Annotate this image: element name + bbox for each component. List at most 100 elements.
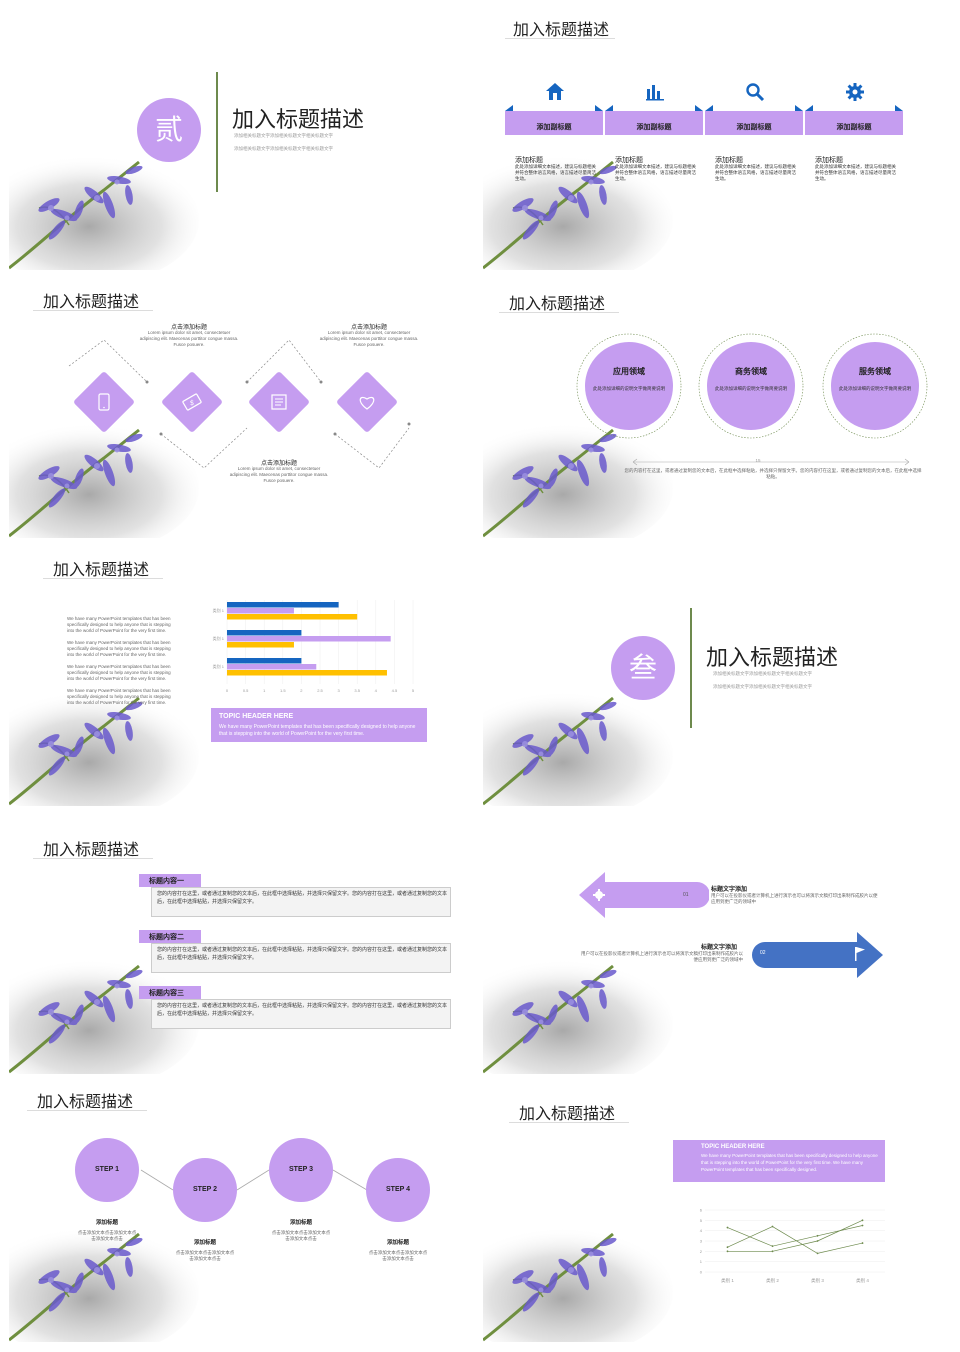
circle-body: 此处添加详细的说明文字做简要说明 bbox=[593, 386, 665, 391]
y-tick-label: 2 bbox=[700, 1249, 703, 1254]
divider bbox=[216, 72, 218, 192]
card-heading: 添加标题 bbox=[715, 157, 743, 164]
slide-5: 加入标题描述 We have many PowerPoint templates… bbox=[9, 546, 477, 806]
category-label: 类别 1 bbox=[213, 663, 225, 669]
bar bbox=[227, 670, 387, 676]
title-underline bbox=[43, 578, 163, 579]
y-tick-label: 0 bbox=[700, 1270, 703, 1275]
scale-number: 15 bbox=[755, 458, 761, 463]
slide-7: 加入标题描述 标题内容一 您的内容打在这里，或者通过复制您的文本后，在此框中选择… bbox=[9, 814, 477, 1074]
x-tick-label: 0.5 bbox=[243, 688, 249, 692]
item-header-bg bbox=[139, 874, 201, 887]
x-tick-label: 2 bbox=[300, 688, 303, 692]
diamond-tile: $ bbox=[162, 372, 222, 432]
bar bbox=[227, 608, 294, 614]
home-icon bbox=[546, 83, 564, 100]
paragraph-4: We have many PowerPoint templates that h… bbox=[67, 688, 171, 705]
section-title: 加入标题描述 bbox=[232, 107, 365, 132]
title-underline bbox=[505, 38, 615, 39]
card-body: 此处添加详细文本描述，建议与标题相关并符合整体语言风格，语言描述尽量简洁生动。 bbox=[815, 164, 896, 181]
title-underline bbox=[33, 858, 153, 859]
slide-title: 加入标题描述 bbox=[43, 294, 140, 311]
step-heading: 添加标题 bbox=[386, 1240, 409, 1246]
item-header: 标题内容一 bbox=[149, 878, 184, 885]
item-header-bg bbox=[139, 930, 201, 943]
bar bbox=[227, 636, 391, 642]
x-tick-label: 类别 3 bbox=[811, 1277, 824, 1284]
data-point bbox=[726, 1246, 729, 1249]
x-tick-label: 0 bbox=[226, 688, 229, 692]
subtitle-line-2: 添加相关标题文字添加相关标题文字相关标题文字 bbox=[713, 684, 812, 689]
slide-3: 加入标题描述 $ 点击添加标题 Lorem ipsum dolor sit am… bbox=[9, 278, 477, 538]
card-body: 此处添加详细文本描述，建议与标题相关并符合整体语言风格，语言描述尽量简洁生动。 bbox=[515, 164, 596, 181]
y-tick-label: 4 bbox=[700, 1228, 703, 1233]
money-icon: $ bbox=[182, 393, 202, 411]
slide-title: 加入标题描述 bbox=[513, 22, 610, 39]
slide-2: 加入标题描述 添加副标题 添加标题 此处添加详细文本描述，建议与标题相关并符合整… bbox=[483, 10, 951, 270]
label-3: 点击添加标题 bbox=[260, 461, 297, 467]
topic-body: We have many PowerPoint templates that h… bbox=[701, 1153, 878, 1172]
bar bbox=[227, 642, 294, 648]
arrow-2-body: 用户可以在投影仪或者计算机上进行演示也可以将演示文稿打印出来制作成胶片以便应用到… bbox=[581, 951, 743, 962]
footer-text: 您的内容打在这里，或者通过复制您的文本后，在此框中选择粘贴，并选择只保留文字。您… bbox=[624, 468, 922, 479]
card-label: 添加副标题 bbox=[836, 124, 872, 131]
topic-box: TOPIC HEADER HERE We have many PowerPoin… bbox=[673, 1140, 885, 1182]
flower-image bbox=[9, 150, 209, 270]
data-point bbox=[726, 1250, 729, 1253]
bar bbox=[227, 664, 317, 670]
right-arrow bbox=[752, 932, 883, 978]
circle-ring bbox=[822, 333, 928, 439]
slide-title: 加入标题描述 bbox=[43, 842, 140, 859]
item-box: 您的内容打在这里，或者通过复制您的文本后，在此框中选择粘贴，并选择只保留文字。您… bbox=[151, 999, 451, 1029]
series-line bbox=[727, 1220, 863, 1252]
bar bbox=[227, 630, 302, 636]
search-icon bbox=[746, 83, 765, 102]
lorem-2: Lorem ipsum dolor sit amet, consectetuer… bbox=[319, 330, 419, 347]
circle-title: 应用领域 bbox=[613, 367, 645, 376]
subtitle-line-2: 添加相关标题文字添加相关标题文字相关标题文字 bbox=[234, 146, 333, 151]
y-tick-label: 1 bbox=[700, 1259, 703, 1264]
x-tick-label: 4.5 bbox=[392, 688, 398, 692]
bar bbox=[227, 602, 339, 608]
data-point bbox=[771, 1225, 774, 1228]
card-body: 此处添加详细文本描述，建议与标题相关并符合整体语言风格，语言描述尽量简洁生动。 bbox=[715, 164, 796, 181]
item-body: 您的内容打在这里，或者通过复制您的文本后，在此框中选择粘贴，并选择只保留文字。您… bbox=[157, 947, 448, 961]
card-body: 此处添加详细文本描述，建议与标题相关并符合整体语言风格，语言描述尽量简洁生动。 bbox=[615, 164, 696, 181]
circle-ring bbox=[576, 333, 682, 439]
topic-header: TOPIC HEADER HERE bbox=[701, 1144, 765, 1150]
x-tick-label: 类别 4 bbox=[856, 1277, 869, 1284]
bar bbox=[227, 614, 358, 620]
slide-title: 加入标题描述 bbox=[37, 1094, 134, 1111]
title-underline bbox=[27, 1110, 147, 1111]
label-1: 点击添加标题 bbox=[170, 325, 207, 331]
arrow-2-heading: 标题文字添加 bbox=[701, 945, 738, 951]
circle-title: 商务领域 bbox=[735, 367, 767, 376]
data-point bbox=[816, 1240, 819, 1242]
category-label: 类别 1 bbox=[213, 635, 225, 641]
step-body: 点击添加文本点击添加文本点击添加文本点击 bbox=[368, 1250, 428, 1261]
data-point bbox=[861, 1242, 864, 1244]
step-body: 点击添加文本点击添加文本点击添加文本点击 bbox=[175, 1250, 235, 1261]
topic-box: TOPIC HEADER HERE We have many PowerPoin… bbox=[211, 708, 427, 742]
x-tick-label: 类别 2 bbox=[766, 1277, 779, 1284]
title-underline bbox=[499, 312, 619, 313]
title-underline bbox=[33, 310, 153, 311]
item-header: 标题内容二 bbox=[149, 934, 184, 941]
arrow-1-body: 用户可以在投影仪或者计算机上进行演示也可以将演示文稿打印出来制作成胶片以便应用到… bbox=[711, 893, 878, 904]
bar-chart-icon bbox=[646, 85, 664, 101]
card-heading: 添加标题 bbox=[615, 157, 643, 164]
x-tick-label: 3 bbox=[337, 688, 340, 692]
series-line bbox=[727, 1225, 863, 1247]
section-badge: 叁 bbox=[611, 636, 675, 700]
item-box: 您的内容打在这里，或者通过复制您的文本后，在此框中选择粘贴，并选择只保留文字。您… bbox=[151, 943, 451, 973]
x-tick-label: 2.5 bbox=[317, 688, 323, 692]
x-tick-label: 类别 1 bbox=[721, 1277, 734, 1284]
series-line bbox=[727, 1226, 863, 1254]
left-arrow bbox=[579, 872, 709, 918]
circle-body: 此处添加详细的说明文字做简要说明 bbox=[839, 386, 911, 391]
card-heading: 添加标题 bbox=[815, 157, 843, 164]
bar bbox=[227, 658, 302, 664]
x-tick-label: 1 bbox=[263, 688, 266, 692]
